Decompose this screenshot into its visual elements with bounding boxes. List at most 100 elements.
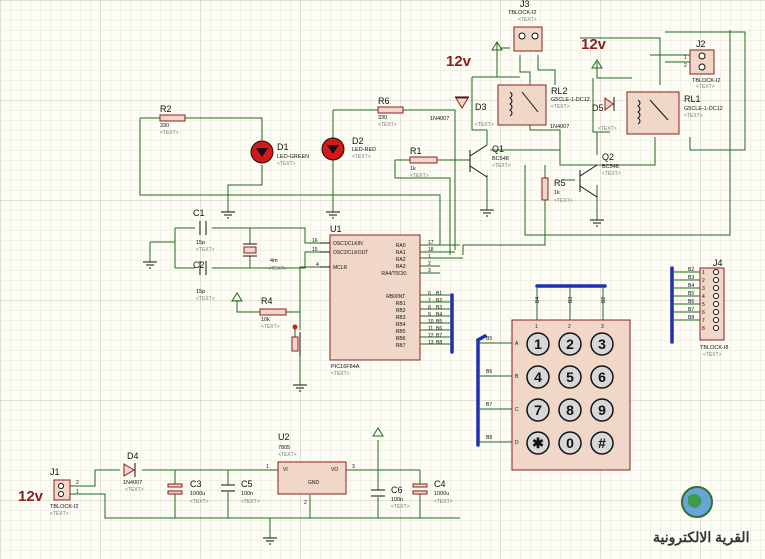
relay-rl1[interactable]: RL1 G5CLE-1-DC12 <TEXT> xyxy=(626,91,723,135)
keypad-col-label: 2 xyxy=(568,324,571,330)
keypad-row-net: B6 xyxy=(486,369,492,375)
j4-net-label: B8 xyxy=(688,315,694,321)
u1-pin-name: RB2 xyxy=(396,308,406,314)
capacitor-c1[interactable]: C1 15p <TEXT> xyxy=(193,208,215,253)
reset-button[interactable] xyxy=(291,324,301,357)
ground-symbols xyxy=(143,209,604,545)
u1-pin-name: RA0 xyxy=(396,243,406,249)
diode-d3[interactable]: D3 1N4007 <TEXT> xyxy=(430,96,494,128)
u2-pin2: 2 xyxy=(304,500,307,506)
resistor-r2[interactable]: R2 330 <TEXT> xyxy=(159,104,186,136)
j1-value: TBLOCK-I2 xyxy=(50,504,78,510)
d3-text: <TEXT> xyxy=(475,122,494,128)
keypad-key-label: 0 xyxy=(566,435,574,451)
connector-j1[interactable]: 2 1 J1 TBLOCK-I2 <TEXT> xyxy=(50,467,79,517)
u1-pin-num: 3 xyxy=(428,268,431,274)
c6-ref: C6 xyxy=(391,485,403,495)
d2-ref: D2 xyxy=(352,136,364,146)
keypad-key-label: 6 xyxy=(598,369,606,385)
r5-text: <TEXT> xyxy=(554,198,573,204)
u1-pin16-name: OSC1/CLKIN xyxy=(333,241,363,247)
logo-text: القرية الالكترونية xyxy=(653,529,749,546)
relay-rl2[interactable]: RL2 G5CLE-1-DC12 <TEXT> xyxy=(497,84,590,126)
u1-ref: U1 xyxy=(330,224,342,234)
capacitor-c4[interactable]: C4 1000u <TEXT> xyxy=(412,479,453,505)
capacitor-c2[interactable]: C2 15p <TEXT> xyxy=(193,260,215,302)
j4-pin-num: 5 xyxy=(702,302,705,308)
u1-pin-num: 11 xyxy=(428,326,433,332)
keypad-key-label: ✱ xyxy=(532,435,544,451)
u1-pin-name: RA2 xyxy=(396,257,406,263)
c4-ref: C4 xyxy=(434,479,446,489)
supply-label-relay1: 12v xyxy=(581,36,607,53)
u1-pin-name: RB5 xyxy=(396,329,406,335)
u1-pin-name: RA3 xyxy=(396,264,406,270)
x1-text: <TEXT> xyxy=(268,266,287,272)
led-d1[interactable]: D1 LED-GREEN <TEXT> xyxy=(250,140,309,167)
connector-j3[interactable]: J3 TBLOCK-I2 <TEXT> xyxy=(508,0,543,52)
crystal-x1[interactable]: 4m <TEXT> xyxy=(243,243,287,272)
transistor-q1[interactable]: Q1 BC548 <TEXT> xyxy=(469,144,511,178)
keypad-col-label: 1 xyxy=(535,324,538,330)
j2-text: <TEXT> xyxy=(696,84,715,90)
j4-pin-num: 1 xyxy=(702,270,705,276)
j4-pin-terminal xyxy=(713,301,719,307)
u1-pin-name: RB3 xyxy=(396,315,406,321)
j1-pin-1: 1 xyxy=(76,489,79,495)
rl1-value: G5CLE-1-DC12 xyxy=(684,106,723,112)
u1-pin-num: 8 xyxy=(428,305,431,311)
u1-net-label: B2 xyxy=(436,298,442,304)
j3-ref: J3 xyxy=(520,0,530,9)
u1-pin-num: 9 xyxy=(428,312,431,318)
diode-d5[interactable]: D5 1N4007 <TEXT> xyxy=(550,97,617,132)
c4-text: <TEXT> xyxy=(434,499,453,505)
c1-text: <TEXT> xyxy=(196,247,215,253)
keypad-key-label: 8 xyxy=(566,402,574,418)
transistor-q2[interactable]: Q2 BC548 <TEXT> xyxy=(579,152,621,198)
keypad-key xyxy=(558,365,582,389)
capacitor-c3[interactable]: C3 1000u <TEXT> xyxy=(167,479,209,505)
u1-pin4: 4 xyxy=(316,262,319,268)
d4-text: <TEXT> xyxy=(125,487,144,493)
u1-value: PIC16F84A xyxy=(331,364,360,370)
resistor-r6[interactable]: R6 330 <TEXT> xyxy=(377,96,404,128)
j4-net-label: B7 xyxy=(688,307,694,313)
keypad-key-label: 9 xyxy=(598,402,606,418)
j4-pin-terminal xyxy=(713,317,719,323)
resistor-r1[interactable]: R1 1k <TEXT> xyxy=(409,146,438,179)
r2-text: <TEXT> xyxy=(160,130,179,136)
connector-j2[interactable]: 1 2 J2 TBLOCK-I2 <TEXT> xyxy=(684,39,720,90)
r2-ref: R2 xyxy=(160,104,172,114)
r1-text: <TEXT> xyxy=(410,173,429,179)
resistor-r5[interactable]: R5 1k <TEXT> xyxy=(541,177,573,204)
j2-pin-2: 2 xyxy=(684,63,687,69)
j4-pin-num: 4 xyxy=(702,294,705,300)
u1-pin15: 15 xyxy=(312,247,318,253)
diode-d4[interactable]: D4 1N4007 <TEXT> xyxy=(123,451,144,493)
capacitor-c5[interactable]: C5 100n <TEXT> xyxy=(221,479,260,505)
rl1-ref: RL1 xyxy=(684,94,701,104)
d1-value: LED-GREEN xyxy=(277,154,309,160)
r4-value: 10k xyxy=(261,317,270,323)
d2-text: <TEXT> xyxy=(352,154,371,160)
u1-pin-num: 1 xyxy=(428,254,431,260)
r6-ref: R6 xyxy=(378,96,390,106)
rl1-text: <TEXT> xyxy=(684,113,703,119)
u1-pin15-name: OSC2/CLKOUT xyxy=(333,250,368,256)
j4-pin-num: 3 xyxy=(702,286,705,292)
j4-net-label: B2 xyxy=(688,267,694,273)
c3-value: 1000u xyxy=(190,491,205,497)
keypad-key xyxy=(558,398,582,422)
led-d2[interactable]: D2 LED-RED <TEXT> xyxy=(321,136,376,161)
u1-pin-name: RB0/INT xyxy=(386,294,405,300)
keypad-key xyxy=(590,431,614,455)
capacitor-c6[interactable]: C6 100n <TEXT> xyxy=(371,485,410,510)
c5-text: <TEXT> xyxy=(241,499,260,505)
resistor-r4[interactable]: R4 10k <TEXT> xyxy=(259,296,287,330)
j4-net-label: B4 xyxy=(688,283,694,289)
regulator-u2[interactable]: U2 7805 <TEXT> VI VO GND 1 3 2 xyxy=(266,432,355,506)
microcontroller-u1[interactable]: U1 PIC16F84A <TEXT> 16 OSC1/CLKIN 15 OSC… xyxy=(312,224,442,377)
